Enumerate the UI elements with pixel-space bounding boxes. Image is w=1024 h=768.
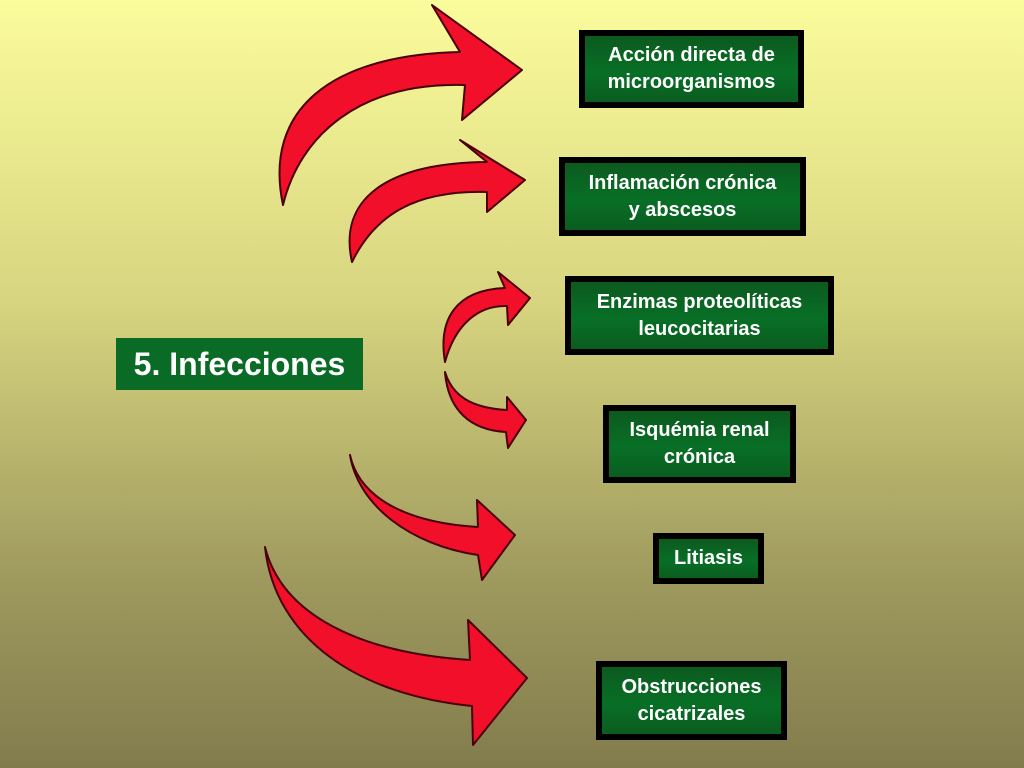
arrow-4 (444, 371, 527, 449)
box-1-line-2: microorganismos (607, 71, 776, 93)
box-2-line-2: y abscesos (628, 198, 737, 221)
arrow-5 (349, 454, 516, 581)
box-6-line-2: cicatrizales (637, 702, 746, 725)
box-6-line-1: Obstrucciones (621, 675, 762, 698)
box-accion-directa: Acción directa de microorganismos (579, 30, 804, 108)
box-3-line-2: leucocitarias (638, 317, 761, 340)
arrow-1 (278, 4, 523, 206)
box-isquemia-renal: Isquémia renal crónica (603, 405, 796, 483)
arrow-6 (264, 546, 528, 746)
box-inflamacion-cronica: Inflamación crónica y abscesos (559, 157, 806, 236)
box-3-line-1: Enzimas proteolíticas (596, 290, 803, 313)
box-enzimas-proteoliticas: Enzimas proteolíticas leucocitarias (565, 276, 834, 355)
box-4-line-2: crónica (663, 446, 736, 468)
box-litiasis: Litiasis (653, 533, 764, 584)
arrow-2 (348, 139, 526, 263)
box-2-line-1: Inflamación crónica (588, 171, 777, 194)
box-obstrucciones-cicatrizales: Obstrucciones cicatrizales (596, 661, 787, 740)
box-5-line-1: Litiasis (674, 547, 743, 569)
arrow-3 (442, 271, 531, 363)
main-topic-label: 5. Infecciones (116, 338, 363, 390)
box-4-line-1: Isquémia renal (629, 419, 770, 441)
box-1-line-1: Acción directa de (608, 44, 775, 66)
